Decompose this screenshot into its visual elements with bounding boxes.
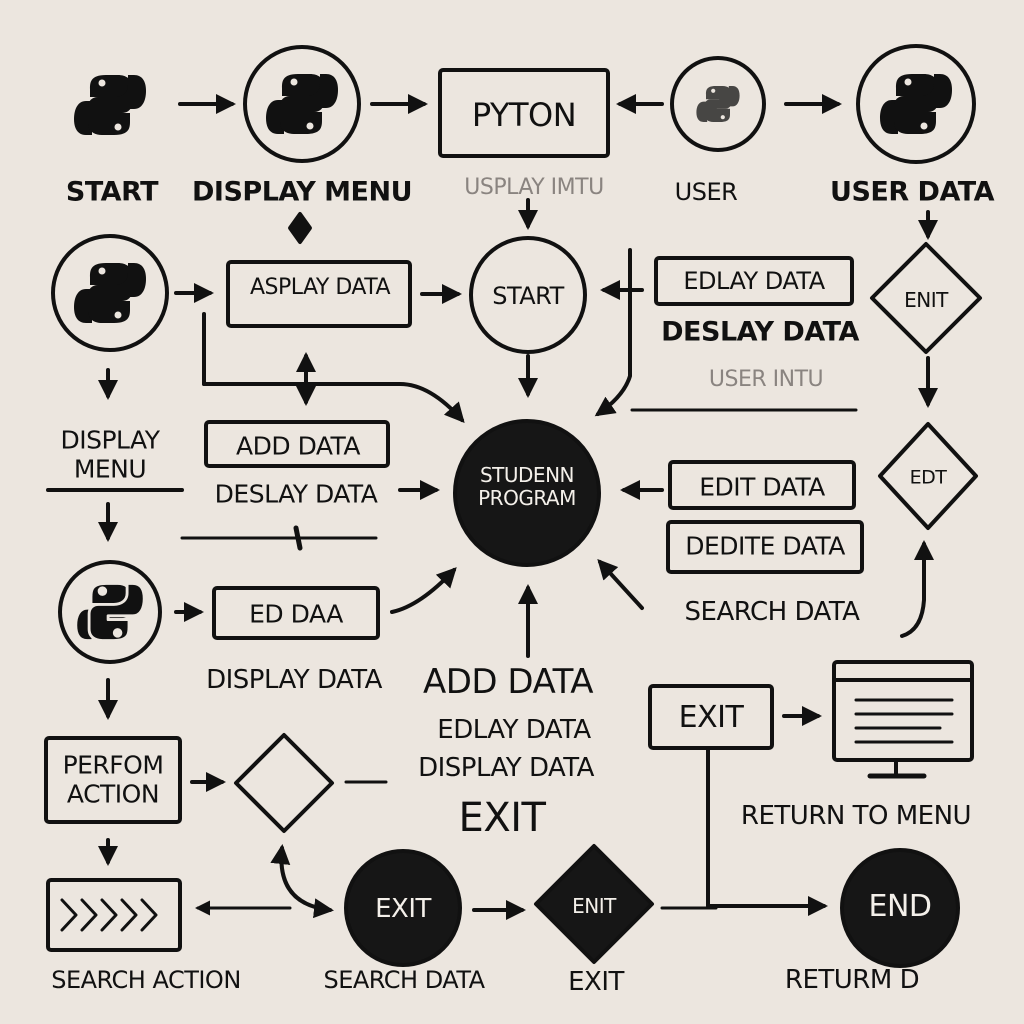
display-data-left-label: DISPLAY DATA [206, 665, 382, 695]
ed-daa-label: ED DAA [249, 599, 343, 629]
exit-thin-label: EXIT [458, 795, 546, 841]
usplay-imtu-label: USPLAY IMTU [464, 175, 604, 200]
deslay-data-right-label: DESLAY DATA [661, 316, 859, 348]
enit-diamond [870, 242, 982, 354]
end-circle [840, 848, 960, 968]
edit-data-label: EDIT DATA [699, 472, 825, 502]
connectors [98, 94, 938, 920]
python-logo-icon [58, 560, 162, 664]
end-circle-label: END [868, 889, 933, 924]
enit-diamond-label: ENIT [904, 288, 948, 312]
edlay-data-box [654, 256, 854, 306]
user-intu-faint-label: USER INTU [708, 367, 824, 392]
add-data-thin-label: ADD DATA [422, 662, 594, 702]
chevron-arrows-icon [46, 878, 182, 952]
monitor-icon [832, 660, 974, 779]
dedite-data-box [666, 520, 864, 574]
exit-box [648, 684, 774, 750]
start-circle [469, 236, 587, 354]
edt-diamond-label: EDT [909, 466, 947, 489]
enit-diamond-bottom [534, 844, 654, 964]
asplay-data-box [226, 260, 412, 328]
ed-daa-box [212, 586, 380, 640]
add-data-label: ADD DATA [236, 431, 360, 461]
search-data-right-label: SEARCH DATA [684, 597, 860, 627]
asplay-data-label: ASPLAY DATA [250, 275, 391, 300]
user-label: USER [674, 178, 738, 206]
start-circle-label: START [492, 282, 564, 310]
enit-diamond-bottom-label: ENIT [572, 894, 616, 918]
exit-box-label: EXIT [678, 700, 744, 735]
center-program-node [453, 419, 601, 567]
exit-circle [344, 849, 462, 967]
display-data-thin-label: DISPLAY DATA [418, 753, 594, 783]
return-d-label: RETURM D [784, 965, 920, 995]
perform-action-box [44, 736, 182, 824]
edit-data-box [668, 460, 856, 510]
return-to-menu-label: RETURN TO MENU [740, 801, 972, 831]
search-data-bottom-label: SEARCH DATA [323, 966, 485, 994]
python-logo-icon [74, 75, 146, 135]
pyton-box [438, 68, 610, 158]
dedite-data-label: DEDITE DATA [685, 531, 845, 561]
edlay-data-label: EDLAY DATA [683, 267, 825, 295]
deslay-data-mid-label: DESLAY DATA [214, 479, 378, 509]
blank-diamond [234, 733, 334, 833]
add-data-box [204, 420, 390, 468]
python-logo-icon [670, 56, 766, 152]
display-menu-left-label: DISPLAY MENU [60, 425, 160, 483]
pyton-label: PYTON [471, 96, 577, 134]
exit-circle-label: EXIT [375, 894, 431, 924]
search-action-label: SEARCH ACTION [51, 966, 241, 994]
python-logo-icon [51, 234, 169, 352]
start-label: START [65, 176, 159, 208]
edlay-data-thin-label: EDLAY DATA [437, 715, 591, 745]
python-logo-icon [856, 44, 976, 164]
center-program-label: STUDENN PROGRAM [478, 463, 576, 510]
python-logo-icon [243, 45, 361, 163]
edt-diamond [878, 422, 978, 530]
display-menu-top-label: DISPLAY MENU [192, 176, 413, 208]
user-data-label: USER DATA [830, 176, 994, 208]
exit-bottom-label: EXIT [568, 967, 624, 997]
perform-action-label: PERFOM ACTION [62, 750, 164, 808]
